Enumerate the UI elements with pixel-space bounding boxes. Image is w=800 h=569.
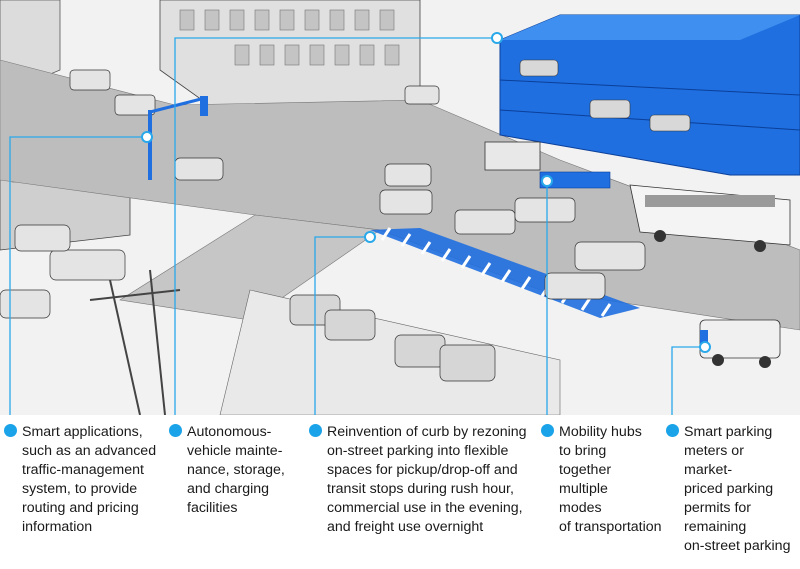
bus: [629, 184, 791, 252]
utility-tower: [89, 269, 181, 415]
parking-lot-cars: [289, 294, 496, 382]
callout-dot-av-maintenance: [169, 424, 182, 437]
caption-mobility-hubs: Mobility hubs to bring together multiple…: [559, 424, 662, 535]
callout-dot-mobility-hubs: [541, 424, 554, 437]
caption-smart-parking: Smart parking meters or market- priced p…: [684, 424, 791, 554]
callout-leader-lines: [9, 37, 705, 415]
caption-smart-apps: Smart applications, such as an advanced …: [22, 424, 157, 535]
street-scene-illustration: [0, 0, 800, 415]
parking-garage-roof: [500, 15, 800, 40]
mobility-hub-bike-station: [484, 141, 611, 189]
garage-cars: [519, 59, 691, 132]
callout-dot-smart-apps: [4, 424, 17, 437]
callout-dot-smart-parking: [666, 424, 679, 437]
caption-av-maintenance: Autonomous- vehicle mainte- nance, stora…: [187, 424, 285, 516]
caption-curb-reinvention: Reinvention of curb by rezoning on-stree…: [327, 424, 527, 535]
smart-traffic-signal: [148, 96, 208, 180]
callout-anchor-dots: [141, 32, 711, 353]
callout-dot-curb-reinvention: [309, 424, 322, 437]
building-top-windows: [179, 9, 400, 66]
road-cars: [0, 69, 646, 319]
smart-parking-meter: [700, 330, 708, 348]
